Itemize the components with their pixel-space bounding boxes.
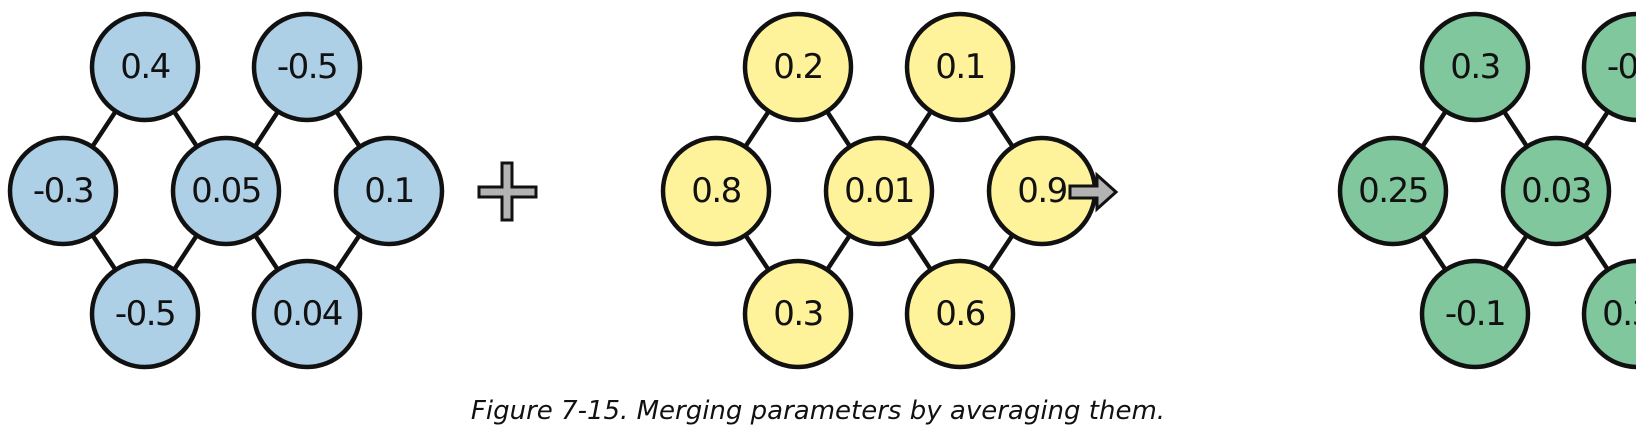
- network-nodes: 0.4 -0.5 -0.3 0.05 0.1 -0.5 0.04 0.2 0.1 0.8 0.01 0…: [7, 11, 1636, 370]
- merged-model-node-middle-center: 0.03: [1500, 135, 1612, 247]
- model-a-node-middle-center: 0.05: [170, 135, 282, 247]
- model-b-node-bottom-left: 0.3: [742, 258, 854, 370]
- model-b-node-middle-left: 0.8: [660, 135, 772, 247]
- merged-model-node-top-left: 0.3: [1419, 11, 1531, 123]
- node-circle: [904, 11, 1016, 123]
- node-circle: [1419, 11, 1531, 123]
- node-circle: [660, 135, 772, 247]
- node-circle: [742, 258, 854, 370]
- node-value: -0.3: [33, 171, 93, 211]
- model-a-node-middle-left: -0.3: [7, 135, 119, 247]
- node-value: 0.01: [844, 171, 914, 211]
- node-value: -0.5: [277, 47, 337, 87]
- node-circle: [1419, 258, 1531, 370]
- node-circle: [7, 135, 119, 247]
- model-b-node-bottom-right: 0.6: [904, 258, 1016, 370]
- node-value: 0.3: [1450, 47, 1500, 87]
- merged-model-node-middle-left: 0.25: [1337, 135, 1449, 247]
- node-circle: [823, 135, 935, 247]
- model-b-node-middle-right: 0.9: [986, 135, 1098, 247]
- node-value: 0.05: [191, 171, 261, 211]
- model-b-node-middle-center: 0.01: [823, 135, 935, 247]
- node-value: 0.4: [120, 47, 170, 87]
- arrow-right-icon: [1068, 171, 1119, 213]
- node-value: -0.5: [115, 294, 175, 334]
- model-a-node-middle-right: 0.1: [333, 135, 445, 247]
- node-value: -0.2: [1607, 47, 1636, 87]
- node-circle: [1500, 135, 1612, 247]
- node-circle: [251, 11, 363, 123]
- node-value: 0.1: [935, 47, 985, 87]
- merged-model-node-top-right: -0.2: [1581, 11, 1636, 123]
- node-circle: [1337, 135, 1449, 247]
- node-circle: [89, 11, 201, 123]
- figure-caption: Figure 7-15. Merging parameters by avera…: [470, 396, 1166, 426]
- model-a-node-top-left: 0.4: [89, 11, 201, 123]
- node-value: 0.9: [1017, 171, 1067, 211]
- node-value: 0.1: [364, 171, 414, 211]
- model-b-node-top-left: 0.2: [742, 11, 854, 123]
- node-circle: [333, 135, 445, 247]
- node-circle: [1581, 258, 1636, 370]
- merged-model-node-bottom-right: 0.32: [1581, 258, 1636, 370]
- node-value: 0.25: [1358, 171, 1428, 211]
- node-circle: [170, 135, 282, 247]
- model-a-node-bottom-left: -0.5: [89, 258, 201, 370]
- node-circle: [251, 258, 363, 370]
- node-value: 0.32: [1602, 294, 1636, 334]
- node-circle: [1581, 11, 1636, 123]
- node-value: -0.1: [1445, 294, 1505, 334]
- node-value: 0.8: [691, 171, 741, 211]
- model-b-node-top-right: 0.1: [904, 11, 1016, 123]
- node-value: 0.2: [773, 47, 823, 87]
- model-a-node-top-right: -0.5: [251, 11, 363, 123]
- node-circle: [904, 258, 1016, 370]
- node-value: 0.03: [1521, 171, 1591, 211]
- merged-model-node-bottom-left: -0.1: [1419, 258, 1531, 370]
- node-circle: [89, 258, 201, 370]
- node-value: 0.3: [773, 294, 823, 334]
- plus-icon: [477, 161, 538, 222]
- node-value: 0.04: [272, 294, 342, 334]
- node-circle: [742, 11, 854, 123]
- node-value: 0.6: [935, 294, 985, 334]
- model-a-node-bottom-right: 0.04: [251, 258, 363, 370]
